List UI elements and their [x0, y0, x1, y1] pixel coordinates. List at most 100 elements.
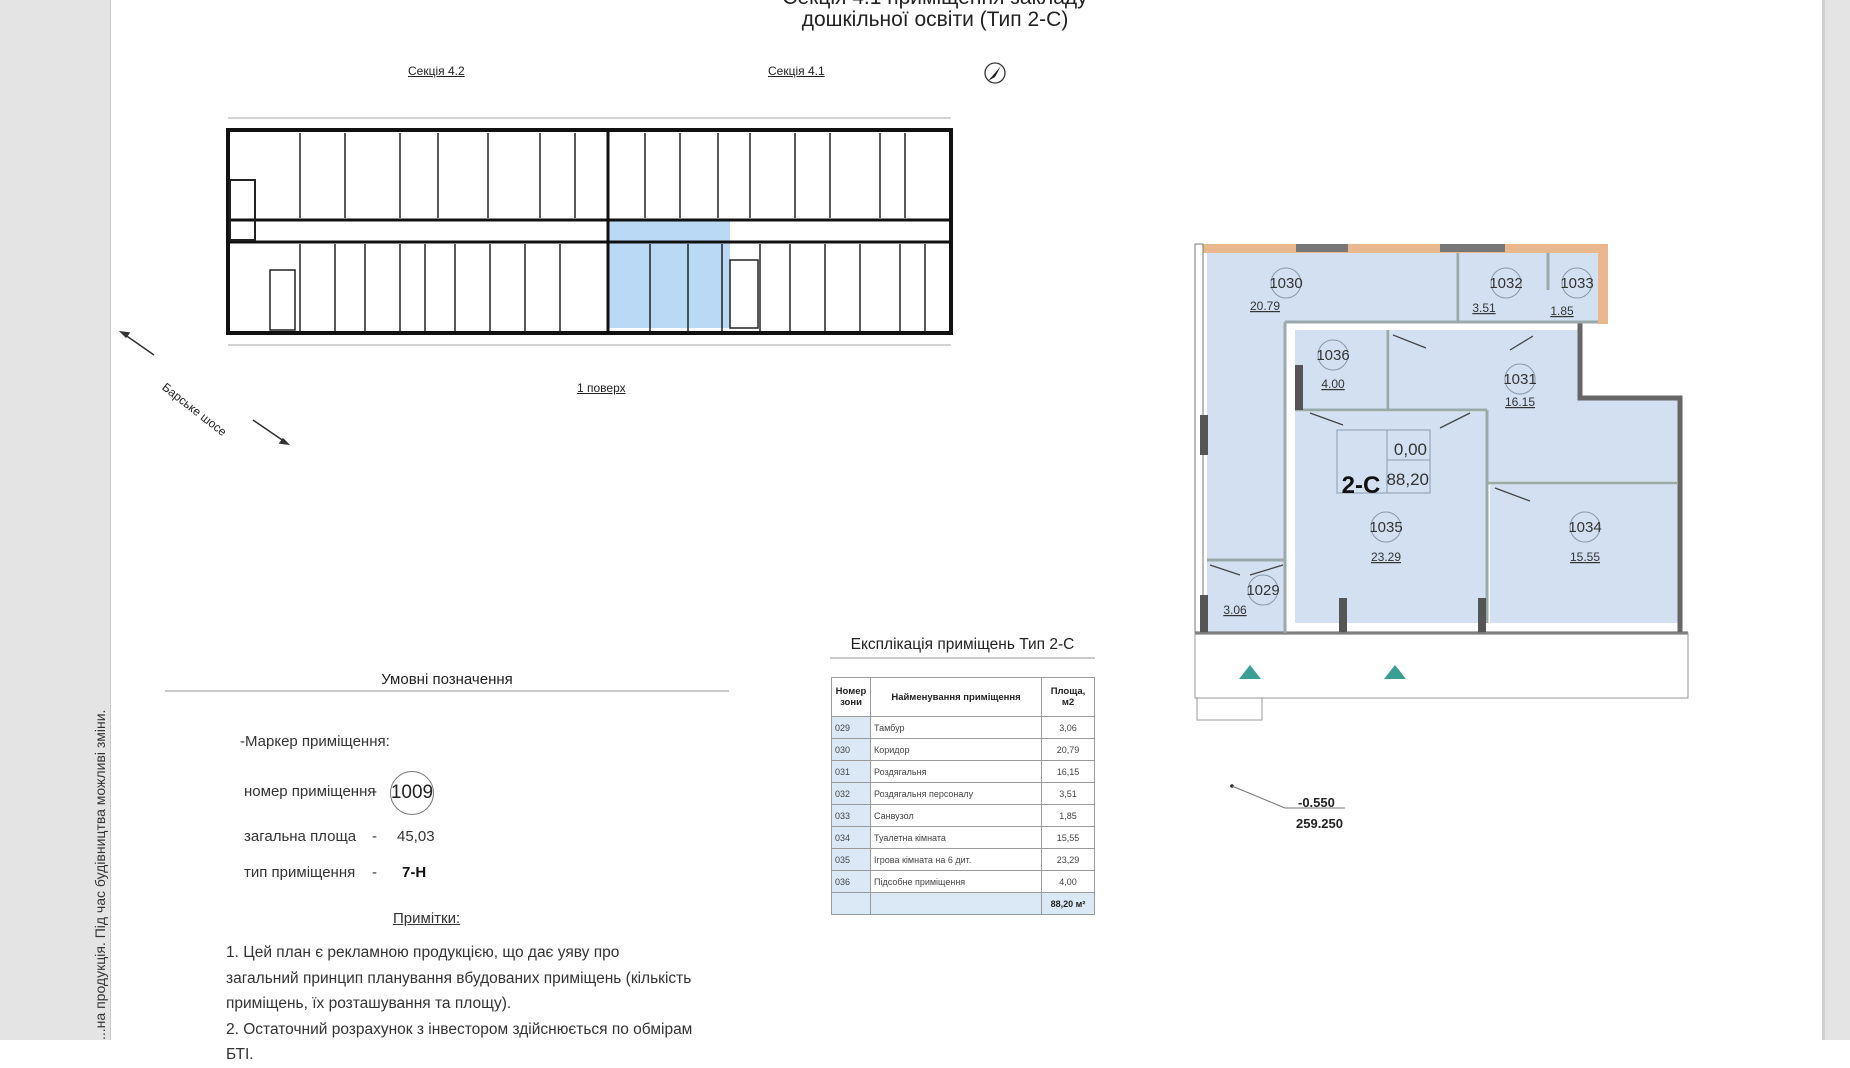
- room-marker: 1029 3.06: [1223, 574, 1280, 617]
- room-name: Роздягальня: [870, 760, 1042, 783]
- elevation-relative: -0.550: [1298, 795, 1335, 810]
- note-1: 1. Цей план є рекламною продукцією, що д…: [226, 944, 692, 1012]
- legend-divider: [165, 690, 729, 692]
- room-area: 23,29: [1041, 848, 1095, 871]
- room-marker: 1035 23.29: [1369, 511, 1403, 564]
- room-type-label: тип приміщення: [244, 864, 356, 881]
- unit-type-label: 2-С: [1342, 472, 1381, 499]
- notes-heading: Примітки:: [393, 910, 461, 927]
- door-swing: [1494, 487, 1531, 502]
- right-margin-panel: [1822, 0, 1850, 1040]
- floor-label: 1 поверх: [577, 381, 626, 395]
- column: [1200, 415, 1208, 455]
- stair: [729, 259, 759, 329]
- dash: -: [372, 864, 377, 881]
- header-zone: Номер зони: [831, 677, 871, 717]
- column: [1339, 598, 1347, 633]
- window: [1296, 244, 1348, 252]
- step: [1196, 697, 1263, 721]
- room-name: Ігрова кімната на 6 дит.: [870, 848, 1042, 871]
- room-fill: [1460, 253, 1548, 322]
- outer-wall: [1577, 322, 1683, 633]
- room-area: 16.15: [1505, 395, 1535, 409]
- room-name: Підсобне приміщення: [870, 870, 1042, 893]
- room-area: 3.06: [1223, 603, 1247, 617]
- section-4-2-label: Секція 4.2: [408, 64, 465, 78]
- title-line-1: Секція 4.1 приміщення закладу: [700, 0, 1170, 10]
- zone-number: 036: [831, 870, 871, 893]
- room-area: 23.29: [1371, 550, 1401, 564]
- unit-total-area: 88,20: [1386, 470, 1429, 489]
- room-name: Тамбур: [870, 716, 1042, 739]
- room-number: 1029: [1246, 582, 1279, 599]
- room-fill: [1490, 485, 1678, 623]
- room-area: 3,51: [1041, 782, 1095, 805]
- outer-wall: [1195, 244, 1608, 253]
- entrance-icon: [1384, 665, 1406, 679]
- room-name: Туалетна кімната: [870, 826, 1042, 849]
- room-marker: 1031 16.15: [1503, 363, 1537, 409]
- zone-number: 034: [831, 826, 871, 849]
- door-swing: [1249, 564, 1284, 576]
- room-number: 1032: [1489, 275, 1522, 292]
- door-swing: [1392, 334, 1427, 349]
- legend-heading: Умовні позначення: [381, 671, 513, 688]
- room-number: 1035: [1369, 519, 1402, 536]
- room-area: 3,06: [1041, 716, 1095, 739]
- outer-wall: [226, 128, 953, 335]
- room-name: Коридор: [870, 738, 1042, 761]
- room-area: 3.51: [1472, 301, 1496, 315]
- section-4-1-label: Секція 4.1: [768, 64, 825, 78]
- header-name: Найменування приміщення: [870, 677, 1042, 717]
- stair: [269, 269, 296, 331]
- site-plan-drawing: [118, 62, 1006, 446]
- room-fill: [1548, 253, 1598, 322]
- room-marker: 1032 3.51: [1472, 267, 1523, 315]
- building-floorplan: [226, 117, 953, 346]
- door-swing: [1509, 335, 1534, 351]
- note-2: 2. Остаточний розрахунок з інвестором зд…: [226, 1020, 693, 1064]
- terrace: [1194, 632, 1689, 699]
- zone-number: 035: [831, 848, 871, 871]
- outer-wall: [1598, 244, 1608, 324]
- street-arrow-icon: [118, 330, 291, 446]
- dash: -: [372, 828, 377, 845]
- elevation-mark: -0.550 259.250: [1230, 784, 1345, 831]
- column: [1200, 595, 1208, 633]
- column: [1295, 365, 1303, 410]
- explication-title: Експлікація приміщень Тип 2-С: [850, 636, 1075, 653]
- room-number: 1036: [1316, 347, 1349, 364]
- table-total-row: 88,20 м²: [831, 892, 1095, 915]
- north-arrow-icon: [984, 62, 1006, 84]
- room-number: 1031: [1503, 371, 1536, 388]
- room-fill: [1295, 330, 1388, 410]
- highlighted-unit: [609, 220, 730, 328]
- notes: 1. Цей план є рекламною продукцією, що д…: [226, 940, 696, 1068]
- zone-number: 032: [831, 782, 871, 805]
- empty-cell: [831, 892, 871, 915]
- door-swing: [1209, 564, 1241, 576]
- room-area: 20.79: [1250, 299, 1280, 313]
- room-fill: [1207, 322, 1285, 633]
- room-number: 1034: [1568, 519, 1601, 536]
- zone-number: 029: [831, 716, 871, 739]
- room-name: Санвузол: [870, 804, 1042, 827]
- room-area: 15,55: [1041, 826, 1095, 849]
- door-swing: [1439, 412, 1471, 429]
- dash: -: [372, 783, 377, 800]
- room-name: Роздягальня персоналу: [870, 782, 1042, 805]
- room-number-label: номер приміщення: [244, 783, 376, 800]
- zone-number: 031: [831, 760, 871, 783]
- room-fill: [1295, 412, 1487, 623]
- room-area: 20,79: [1041, 738, 1095, 761]
- zone-number: 030: [831, 738, 871, 761]
